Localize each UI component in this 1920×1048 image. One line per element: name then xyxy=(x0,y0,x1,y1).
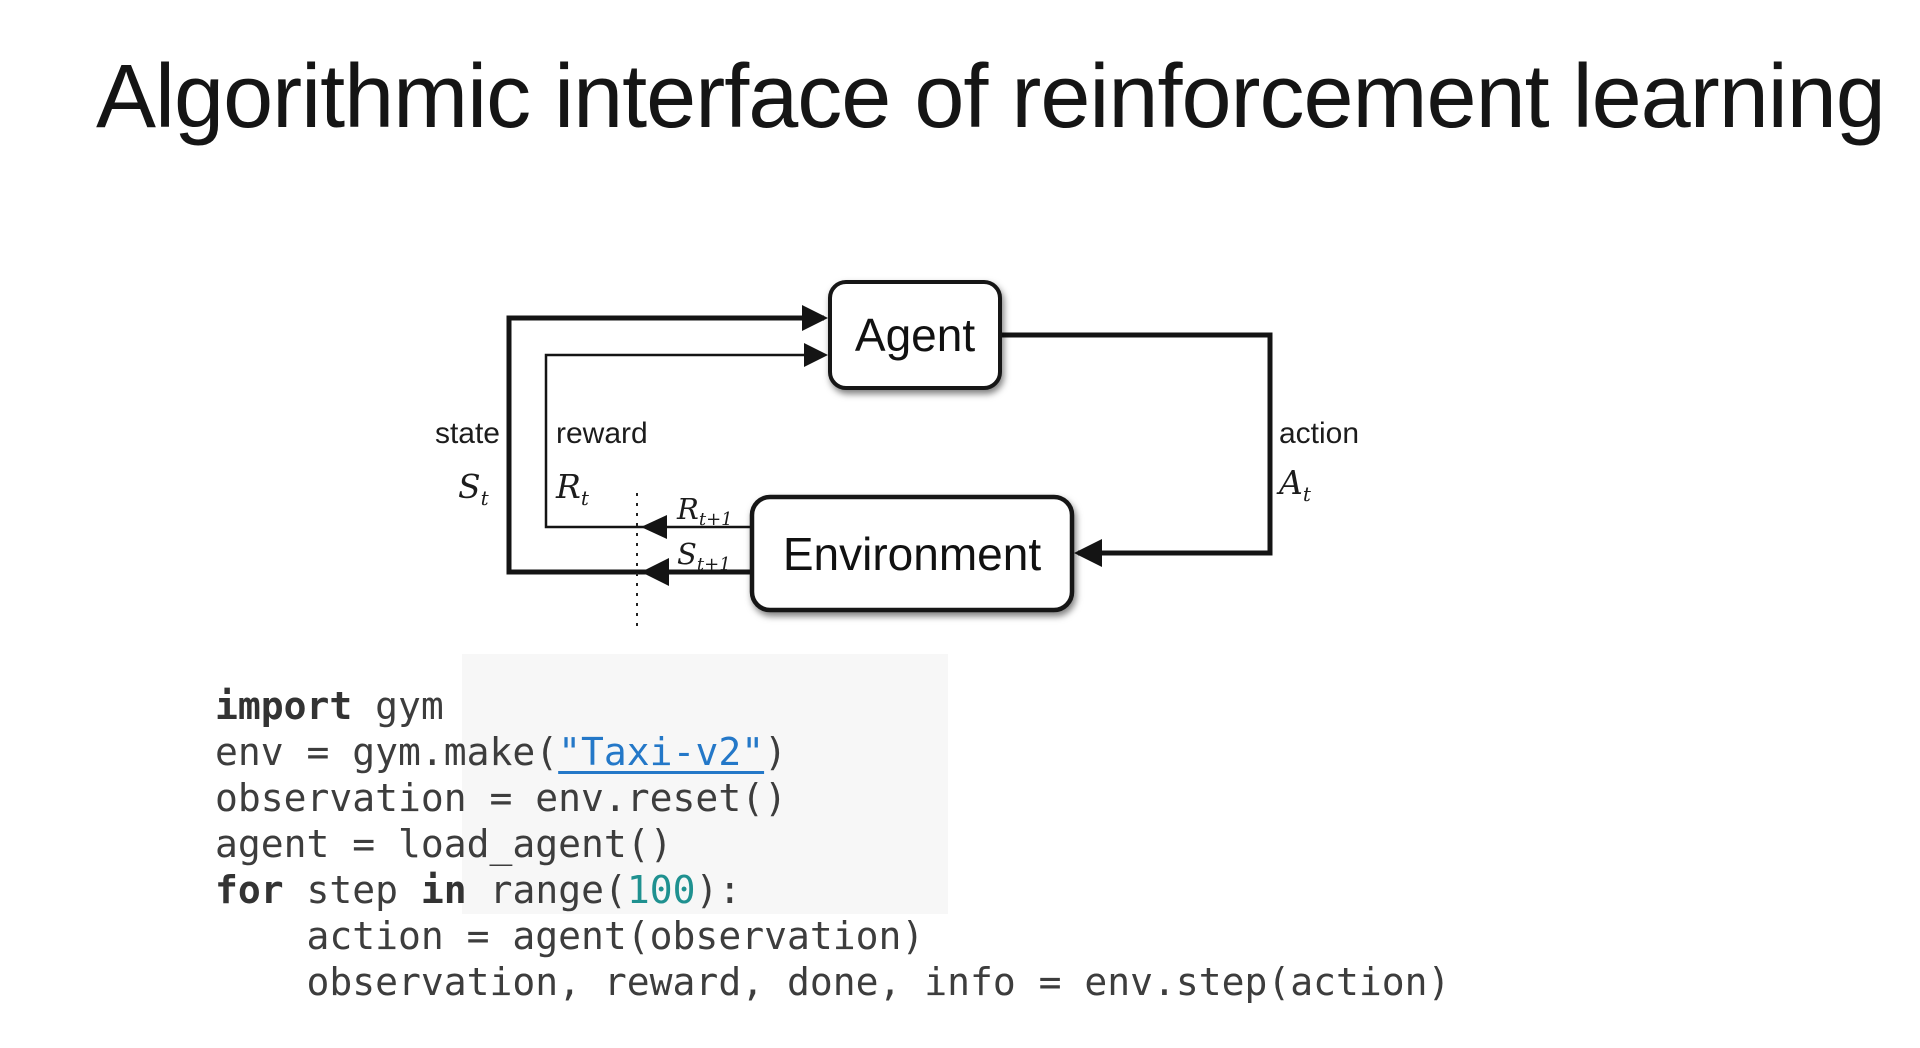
state-label: state xyxy=(435,417,500,450)
code-line: import gym xyxy=(215,683,1450,729)
code-token: agent = load_agent() xyxy=(215,822,673,866)
code-line: action = agent(observation) xyxy=(215,913,1450,959)
code-token: in xyxy=(420,868,467,912)
state-symbol: St xyxy=(458,467,490,510)
code-line: observation = env.reset() xyxy=(215,775,1450,821)
action-label: action xyxy=(1279,417,1359,450)
state-arrowhead-into-agent xyxy=(802,305,828,331)
state-arrow-line xyxy=(506,315,824,575)
code-line: observation, reward, done, info = env.st… xyxy=(215,959,1451,1005)
code-token: 100 xyxy=(626,868,696,912)
next-reward-arrowhead xyxy=(641,515,667,539)
code-line: for step in range(100): xyxy=(215,867,1450,913)
code-token: range( xyxy=(466,868,627,912)
environment-box-label: Environment xyxy=(783,528,1041,580)
slide-title: Algorithmic interface of reinforcement l… xyxy=(96,47,1886,147)
code-token: observation = env.reset() xyxy=(215,776,787,820)
code-token: observation, reward, done, info = env.st… xyxy=(215,960,1451,1004)
reward-label: reward xyxy=(556,417,648,450)
environment-box xyxy=(749,494,1075,613)
code-token: step xyxy=(283,868,421,912)
action-arrowhead-into-environment xyxy=(1074,539,1102,567)
next-state-symbol: St+1 xyxy=(677,537,731,575)
code-token: import xyxy=(215,684,353,728)
rl-loop-diagram: Agent Environment state St reward Rt act… xyxy=(435,280,1359,628)
next-reward-symbol: Rt+1 xyxy=(676,492,733,530)
code-screenshot-artifact xyxy=(462,654,948,914)
reward-symbol: Rt xyxy=(555,467,590,510)
action-symbol: At xyxy=(1276,463,1312,506)
code-token: action = agent(observation) xyxy=(215,914,925,958)
code-line: env = gym.make("Taxi-v2") xyxy=(215,729,1450,775)
taxi-v2-link[interactable]: "Taxi-v2" xyxy=(558,730,765,774)
code-token: gym xyxy=(352,684,444,728)
reward-arrowhead-into-agent xyxy=(804,343,828,367)
agent-box-label: Agent xyxy=(855,309,975,361)
action-arrow-line xyxy=(998,332,1273,556)
next-state-arrowhead xyxy=(641,558,669,586)
code-token: env = gym.make( xyxy=(215,730,559,774)
code-token: ) xyxy=(764,730,787,774)
code-line: agent = load_agent() xyxy=(215,821,1450,867)
agent-box xyxy=(828,280,1002,390)
code-token: ): xyxy=(695,868,742,912)
code-token: for xyxy=(215,868,284,912)
